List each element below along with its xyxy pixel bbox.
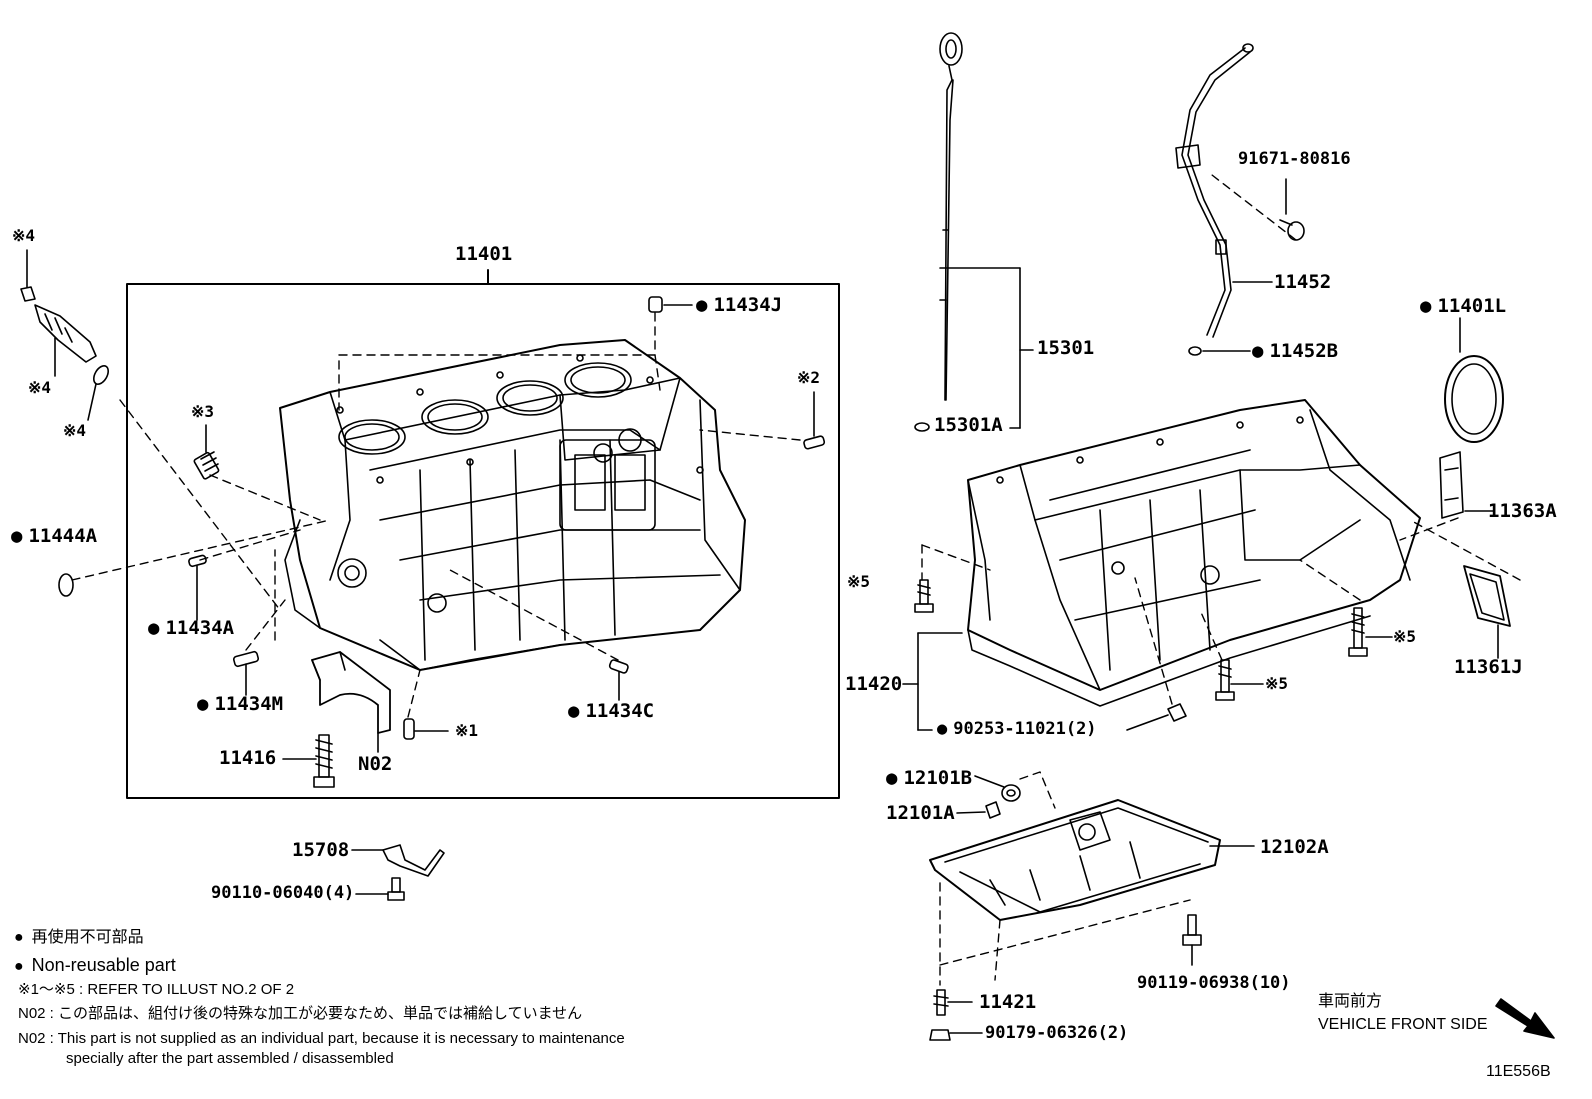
label-ref5-left: ※5 [847, 572, 871, 591]
label-90119-06938: 90119-06938(10) [1137, 973, 1291, 993]
crankcase-bolts [902, 579, 1393, 731]
oil-pressure-switch-part [20, 249, 110, 597]
label-11444a: 11444A [11, 527, 97, 546]
label-11416: 11416 [219, 747, 277, 769]
bearing-cap-part [311, 651, 391, 753]
legend-refer-note: ※1～※5 : REFER TO ILLUST NO.2 OF 2 [18, 981, 295, 998]
label-11401l: 11401L [1420, 297, 1506, 316]
label-ref4-top: ※4 [12, 226, 36, 245]
vehicle-front-jp: 車両前方 [1318, 993, 1383, 1010]
retainer-part [1439, 451, 1495, 519]
legend-n02-jp: N02 : この部品は、組付け後の特殊な加工が必要なため、単品では補給していませ… [18, 1005, 583, 1022]
sensor-bracket-part [351, 844, 445, 901]
label-91671-80816: 91671-80816 [1238, 149, 1351, 169]
label-ref1: ※1 [455, 721, 479, 740]
gauge-guide-part [1175, 43, 1305, 356]
cylinder-block [279, 339, 746, 671]
label-90110-06040: 90110-06040(4) [211, 883, 355, 903]
label-n02: N02 [358, 753, 393, 775]
illust-code: 11E556B [1486, 1063, 1551, 1080]
label-12102a: 12102A [1260, 836, 1329, 858]
label-ref5-mid: ※5 [1265, 674, 1289, 693]
label-ref5-right: ※5 [1393, 627, 1417, 646]
label-15301a: 15301A [934, 414, 1003, 436]
label-15301: 15301 [1037, 337, 1095, 359]
label-11401: 11401 [455, 243, 513, 265]
label-ref3: ※3 [191, 402, 215, 421]
label-11434m: 11434M [197, 695, 283, 714]
vehicle-front-arrow-icon [1495, 998, 1555, 1039]
label-ref2: ※2 [797, 368, 821, 387]
label-15708: 15708 [292, 839, 350, 861]
label-11452b: 11452B [1252, 342, 1338, 361]
oil-seal-part [1444, 317, 1504, 443]
label-90179-06326: 90179-06326(2) [985, 1023, 1129, 1043]
legend-n02-en-1: N02 : This part is not supplied as an in… [18, 1030, 625, 1047]
pins [188, 296, 826, 740]
label-11363a: 11363A [1488, 500, 1557, 522]
label-12101b: 12101B [886, 769, 972, 788]
label-11434j: 11434J [696, 296, 782, 315]
label-90253-11021: 90253-11021(2) [937, 721, 1096, 738]
label-12101a: 12101A [886, 802, 955, 824]
bolt-11416-part [282, 734, 335, 788]
crankcase-part [967, 399, 1421, 707]
label-11420: 11420 [845, 673, 903, 695]
label-ref4-bot: ※4 [63, 421, 87, 440]
label-11434c: 11434C [568, 702, 654, 721]
dashed-leaders [71, 174, 1521, 986]
legend-non-reusable-en: Non-reusable part [14, 956, 176, 975]
gasket-part [1463, 565, 1511, 659]
label-11361j: 11361J [1454, 656, 1523, 678]
label-11421: 11421 [979, 991, 1037, 1013]
block-assy-frame [126, 269, 840, 799]
oil-pan-part [929, 799, 1255, 1041]
label-11434a: 11434A [148, 619, 234, 638]
legend-non-reusable-jp: 再使用不可部品 [14, 930, 144, 946]
drain-plug-parts [956, 775, 1021, 819]
vehicle-front-en: VEHICLE FRONT SIDE [1318, 1016, 1488, 1033]
label-11452: 11452 [1274, 271, 1332, 293]
plug-ref3-part [193, 424, 220, 480]
oil-level-gauge-part [914, 32, 1034, 432]
legend-n02-en-2: specially after the part assembled / dis… [66, 1050, 394, 1067]
label-ref4-mid: ※4 [28, 378, 52, 397]
